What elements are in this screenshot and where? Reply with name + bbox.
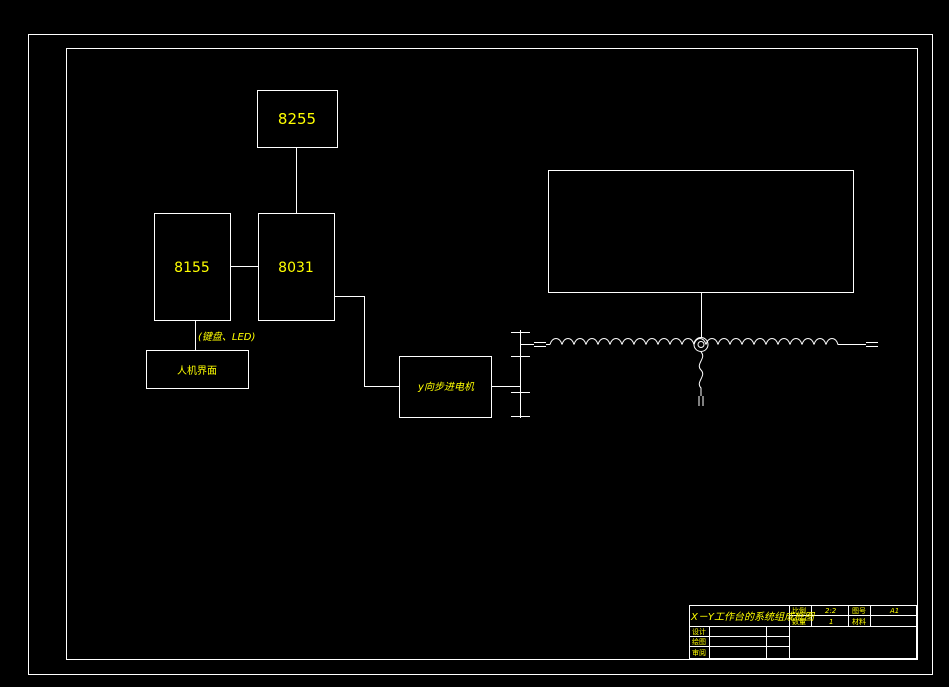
keyboard-led-label: (键盘、LED) [198,331,255,343]
outer-border [28,34,933,675]
chip-8255-box [257,90,338,148]
drafter-label: 绘图 [692,637,706,646]
bus-8031-stepper [334,296,399,387]
reviewer-label: 审阅 [692,648,706,657]
drawing-number-label: 图号 [852,607,866,615]
chip-8155-label: 8155 [174,260,210,276]
chip-8255-label: 8255 [278,110,316,128]
drawing-number-value: A1 [889,607,899,615]
chip-8031-box [258,213,335,321]
inner-border [66,48,918,660]
quantity-value: 1 [829,618,833,626]
ball-nut [693,337,709,406]
designer-label: 设计 [692,627,706,636]
worktable-box [548,170,854,293]
hmi-label: 人机界面 [177,364,217,377]
title-block [689,605,917,659]
material-label: 材料 [852,617,866,626]
scale-label: 比例 [792,606,806,615]
chip-8031-label: 8031 [278,260,314,276]
title-block-title: X－Y工作台的系统组成框图 [690,611,816,623]
quantity-label: 数量 [792,617,806,626]
hmi-box [146,350,249,389]
stepper-motor-label: y向步进电机 [417,381,475,393]
bearing-support [511,330,530,418]
scale-value: 2:2 [825,607,837,615]
